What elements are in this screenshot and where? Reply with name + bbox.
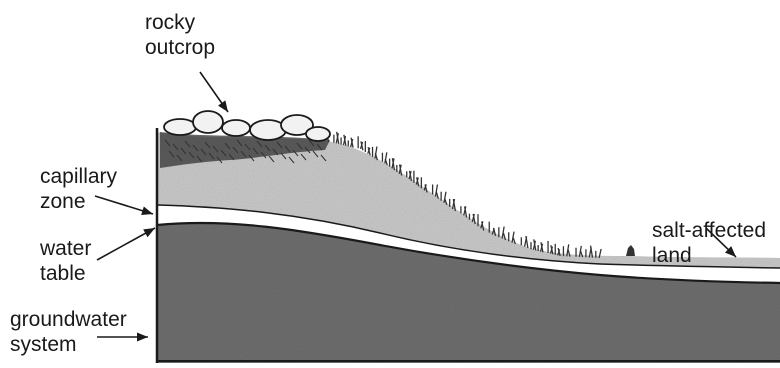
label-water-table: water table [40, 236, 91, 286]
label-capillary-zone: capillary zone [40, 164, 117, 214]
arrowhead [137, 333, 148, 342]
arrowhead [141, 206, 153, 215]
shrub [626, 245, 635, 256]
label-salt-affected-land: salt-affected land [652, 218, 766, 268]
label-groundwater-system: groundwater system [10, 307, 127, 357]
arrowhead [218, 100, 228, 112]
grass-blade [502, 227, 504, 239]
label-rocky-outcrop: rocky outcrop [145, 10, 215, 60]
